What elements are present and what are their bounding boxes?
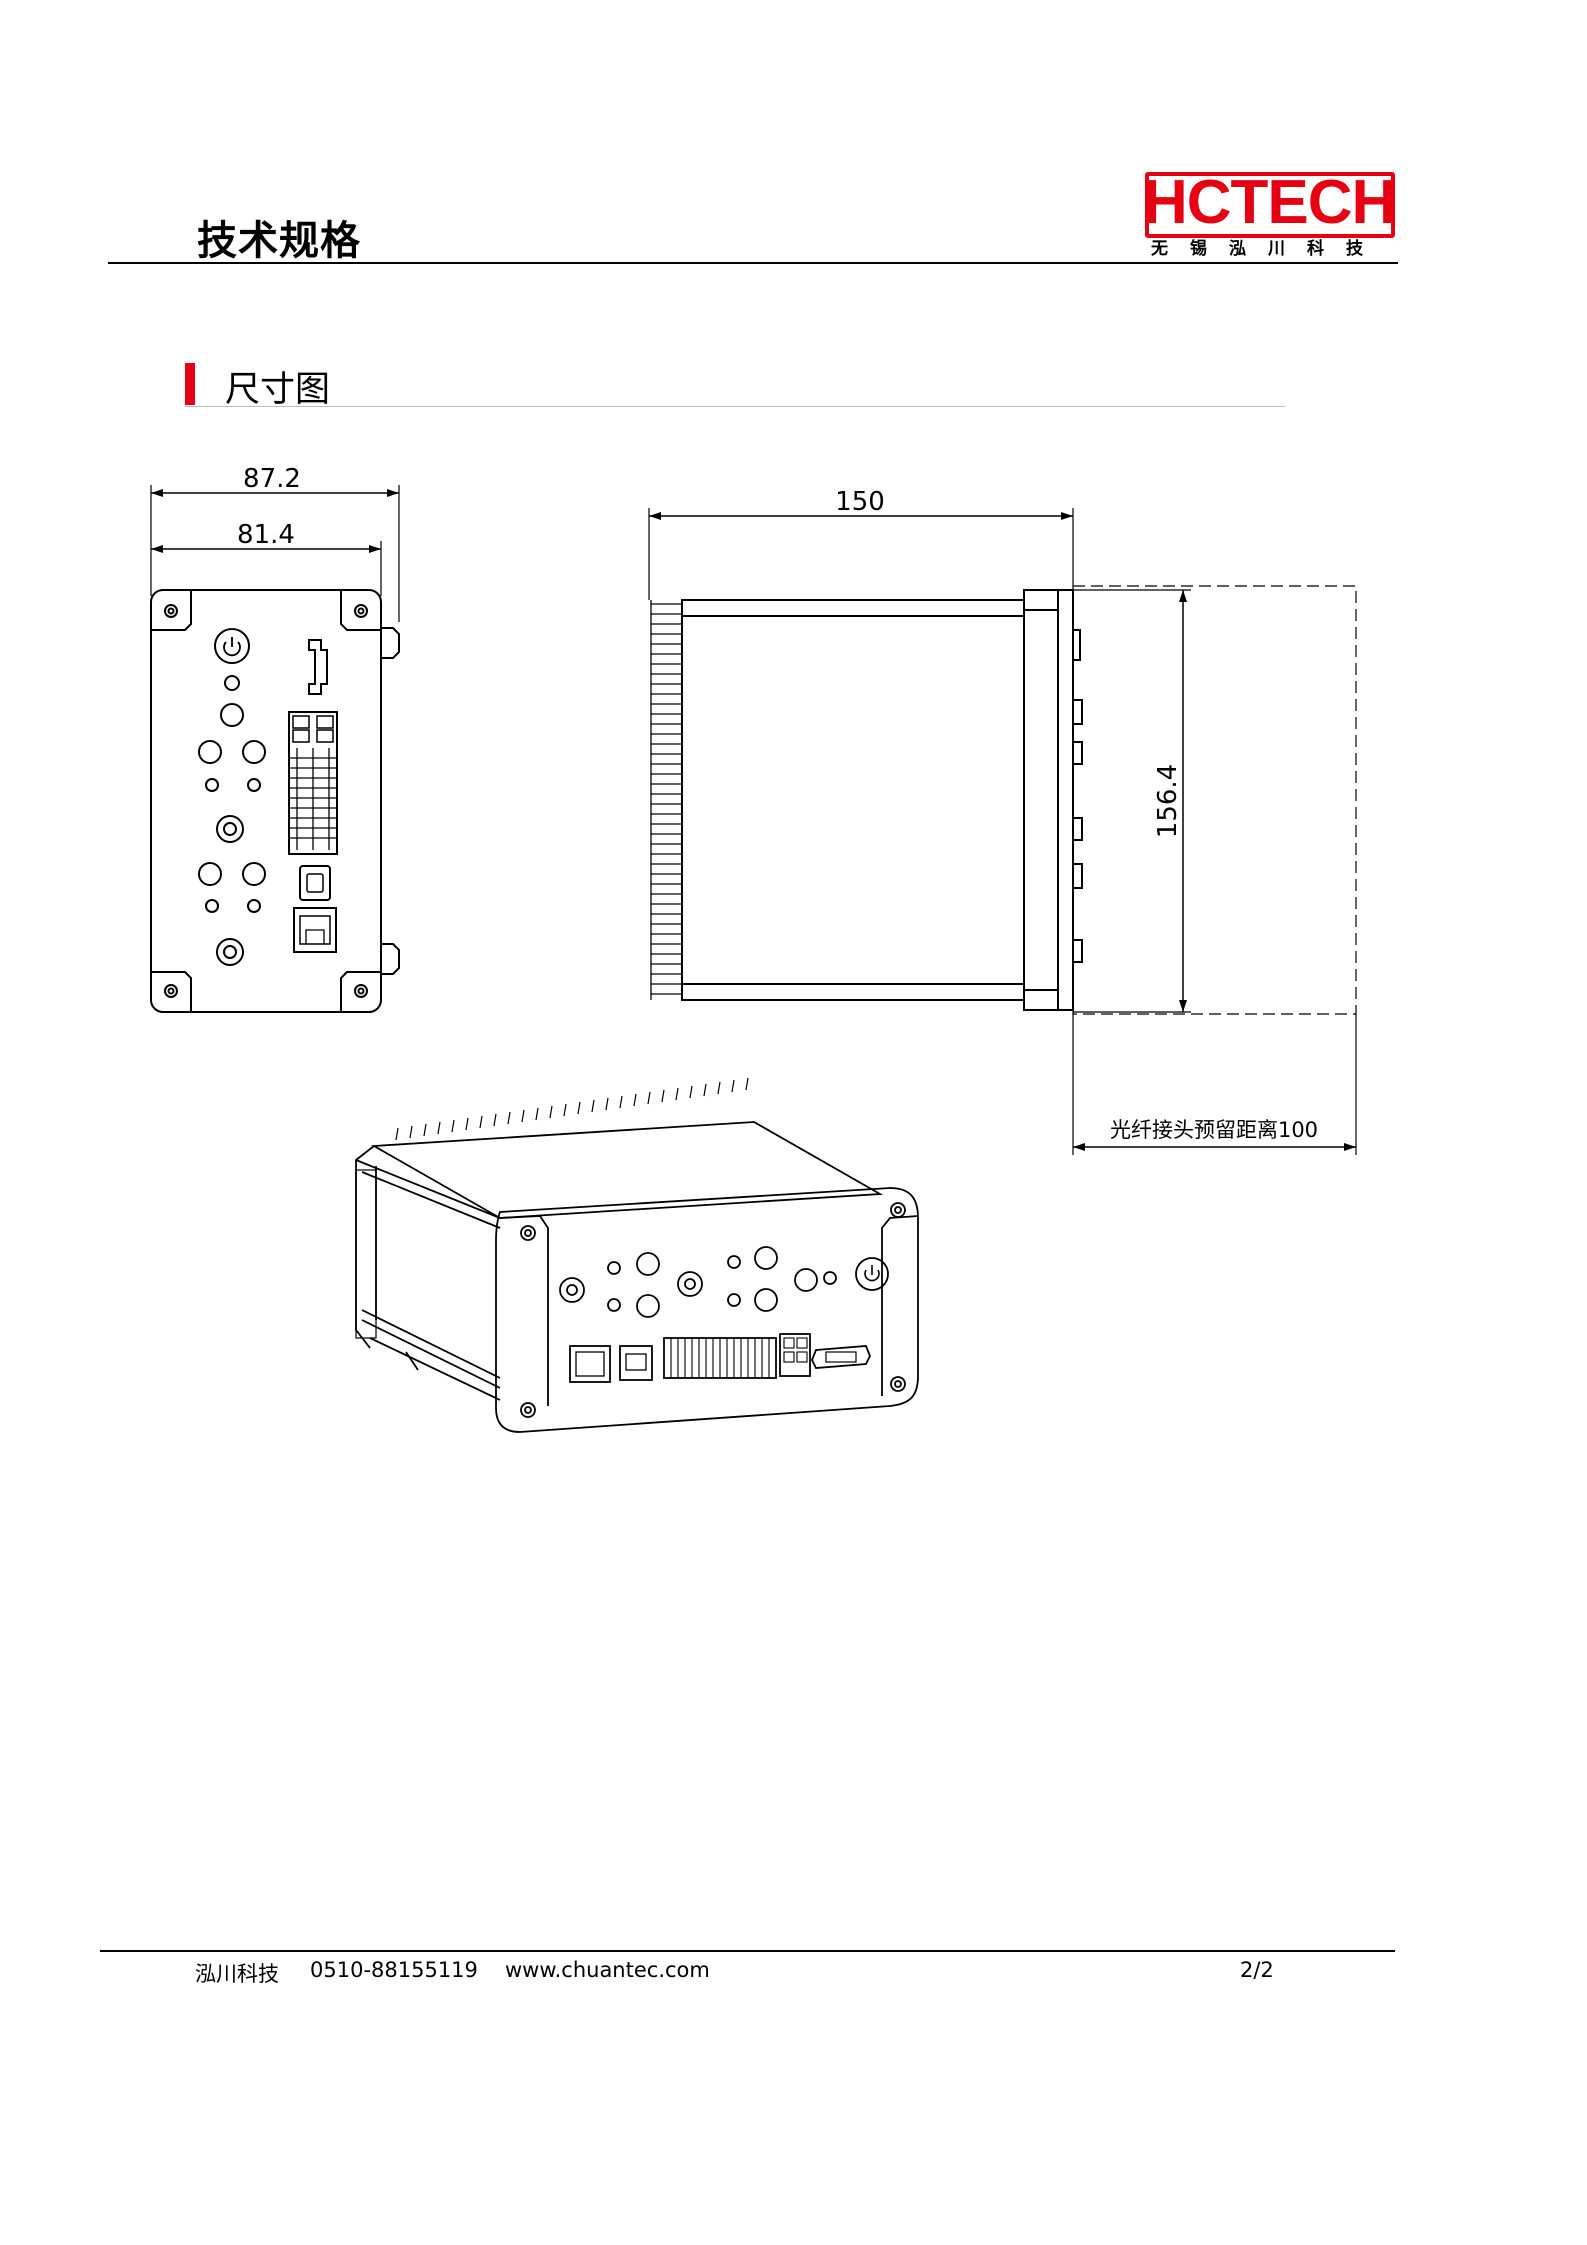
side-view: 150 156.4 — [649, 487, 1356, 1155]
dim-150-label: 150 — [835, 487, 885, 517]
terminal-pins — [289, 748, 337, 850]
dimension-drawing: 87.2 81.4 — [0, 0, 1587, 1940]
footer-website-link[interactable]: www.chuantec.com — [505, 1958, 710, 1982]
front-view: 87.2 81.4 — [151, 464, 399, 1012]
footer-phone: 0510-88155119 — [310, 1958, 478, 1982]
footer-divider — [100, 1950, 1395, 1952]
footer-company: 泓川科技 — [195, 1958, 279, 1988]
heatsink-fins — [651, 600, 682, 1000]
fiber-clearance-label: 光纤接头预留距离100 — [1110, 1118, 1318, 1142]
dim-87-2-label: 87.2 — [243, 464, 301, 494]
page-number: 2/2 — [1240, 1958, 1274, 1982]
dim-156-4-label: 156.4 — [1153, 764, 1183, 838]
dim-81-4-label: 81.4 — [237, 520, 295, 550]
isometric-view — [356, 1078, 918, 1432]
